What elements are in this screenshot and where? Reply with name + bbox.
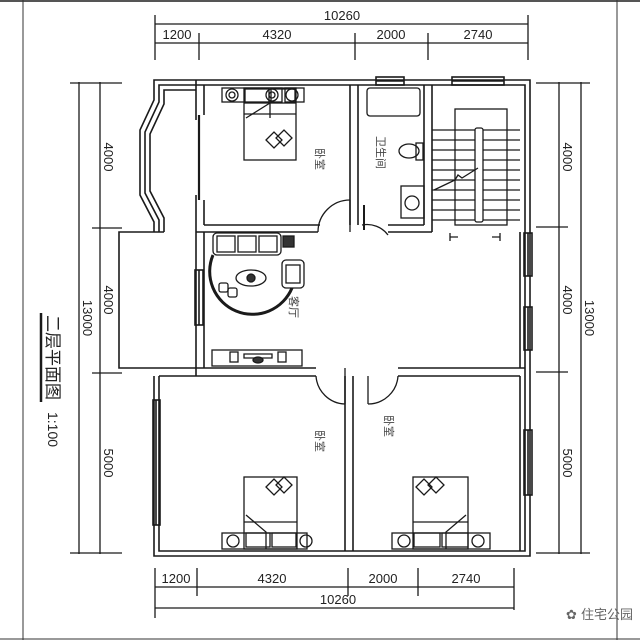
room-label-bedroom-southwest: 卧室 [313, 430, 327, 452]
right-total-dim: 13000 [582, 300, 597, 336]
room-label-bathroom: 卫生间 [374, 136, 388, 169]
top-dim-3: 2000 [377, 27, 406, 42]
room-label-bedroom-southeast: 卧室 [382, 415, 396, 437]
wechat-icon: ✿ [566, 608, 577, 623]
bottom-dim-4: 2740 [452, 571, 481, 586]
bathroom-fixtures [366, 87, 425, 219]
right-dim-3: 5000 [560, 449, 575, 478]
bottom-dimension-chain: 1200 4320 2000 2740 10260 [154, 568, 515, 618]
bed-north [221, 87, 305, 161]
right-dimension-chain: 4000 4000 5000 13000 [536, 82, 597, 554]
door-swings [315, 199, 399, 405]
bottom-dim-1: 1200 [162, 571, 191, 586]
room-label-living-room: 客厅 [287, 296, 301, 318]
top-dim-2: 4320 [263, 27, 292, 42]
top-dim-4: 2740 [464, 27, 493, 42]
bottom-dim-3: 2000 [369, 571, 398, 586]
drawing-title-text: 二层平面图 [43, 315, 62, 400]
left-total-dim: 13000 [80, 300, 95, 336]
left-dim-1: 4000 [101, 143, 116, 172]
watermark-text: 住宅公园 [581, 608, 634, 623]
bed-southwest [221, 476, 313, 550]
bottom-total-dim: 10260 [320, 592, 356, 607]
living-room-furniture [208, 232, 305, 367]
top-total-dim: 10260 [324, 8, 360, 23]
bottom-dim-2: 4320 [258, 571, 287, 586]
top-dimension-chain: 10260 1200 4320 2000 2740 [154, 8, 529, 60]
left-dim-3: 5000 [101, 449, 116, 478]
room-label-bedroom-north: 卧室 [313, 148, 327, 170]
right-dim-1: 4000 [560, 143, 575, 172]
staircase [432, 108, 520, 241]
watermark: ✿ 住宅公园 [566, 604, 633, 623]
drawing-title: 二层平面图 1:100 [39, 313, 62, 447]
bed-southeast [391, 476, 491, 550]
right-dim-2: 4000 [560, 286, 575, 315]
left-dimension-chain: 4000 4000 5000 13000 [70, 82, 122, 554]
top-dim-1: 1200 [163, 27, 192, 42]
drawing-scale-text: 1:100 [45, 412, 61, 447]
left-dim-2: 4000 [101, 286, 116, 315]
